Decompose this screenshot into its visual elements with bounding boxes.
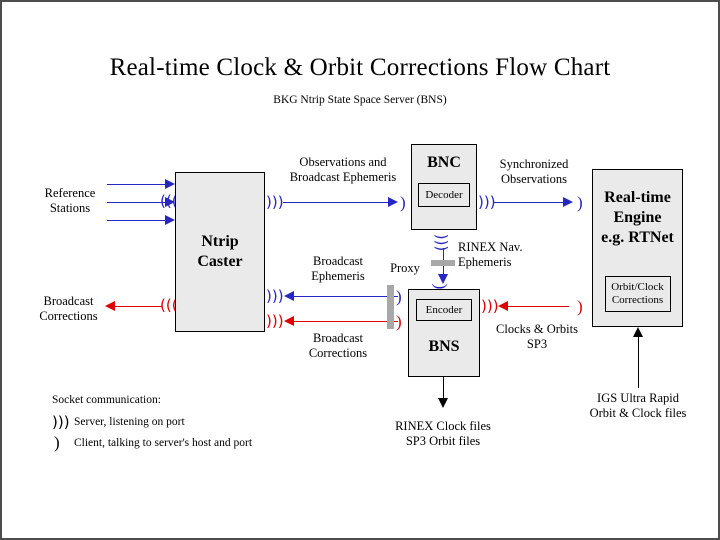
arrow-igs-head: [633, 327, 643, 337]
server-socket-icon-caster-left-in: (((: [160, 192, 178, 210]
arrow-ref-station-2-head: [165, 197, 175, 207]
arrow-rinex-files-line: [443, 377, 444, 403]
server-socket-icon-caster-right-obs: ))): [266, 193, 284, 211]
box-realtime-engine-title: Real-time Engine e.g. RTNet: [601, 189, 674, 246]
box-ntrip-caster[interactable]: Ntrip Caster: [175, 172, 265, 332]
legend-row-client: ) Client, talking to server's host and p…: [54, 434, 252, 451]
server-socket-icon-caster-right-beph: ))): [266, 287, 284, 305]
page-title: Real-time Clock & Orbit Corrections Flow…: [109, 54, 611, 81]
box-bns-title: BNS: [428, 338, 460, 355]
arrow-synchronized-head: [563, 197, 573, 207]
label-clocks-orbits-sp3: Clocks & Orbits SP3: [496, 322, 578, 351]
legend-server-text: Server, listening on port: [74, 416, 185, 428]
client-socket-icon-bns-left-beph: ): [396, 287, 402, 306]
proxy-bar-horizontal: [387, 285, 394, 329]
server-socket-icon-bnc-bottom: ))): [432, 233, 451, 252]
arrow-clocks-orbits-head: [498, 301, 508, 311]
server-socket-icon-caster-left-out: (((: [160, 296, 178, 314]
client-socket-icon-bns-left-bcorr: ): [396, 312, 402, 331]
box-bnc-decoder[interactable]: Decoder: [418, 183, 470, 207]
label-igs-ultra-rapid: IGS Ultra Rapid Orbit & Clock files: [589, 391, 687, 420]
proxy-bar-vertical: [431, 260, 455, 266]
arrow-ref-station-3-head: [165, 215, 175, 225]
box-bns[interactable]: Encoder BNS: [408, 289, 480, 377]
client-socket-icon-bnc-left: ): [400, 193, 406, 212]
arrow-broadcast-corrections-mid-head: [284, 316, 294, 326]
box-bns-encoder[interactable]: Encoder: [416, 299, 472, 321]
label-rinex-sp3-files: RINEX Clock files SP3 Orbit files: [395, 419, 491, 448]
label-synchronized-observations: Synchronized Observations: [499, 157, 569, 186]
server-socket-icon-caster-right-bcorr: ))): [266, 312, 284, 330]
server-socket-icon-bnc-right: ))): [478, 193, 496, 211]
label-rinex-nav-ephemeris: RINEX Nav. Ephemeris: [458, 240, 523, 269]
arrow-ref-station-3-line: [107, 220, 169, 221]
label-broadcast-ephemeris: Broadcast Ephemeris: [311, 254, 365, 283]
arrow-ref-station-1-line: [107, 184, 169, 185]
arrow-observations-line: [283, 202, 391, 203]
server-socket-icon-bns-right: ))): [481, 297, 499, 315]
label-broadcast-corrections-mid: Broadcast Corrections: [308, 331, 368, 360]
box-bnc[interactable]: BNC Decoder: [411, 144, 477, 230]
server-socket-icon: ))): [52, 412, 70, 431]
arrow-broadcast-ephemeris-head: [284, 291, 294, 301]
arrow-rinex-nav-head: [438, 274, 448, 284]
page-subtitle: BKG Ntrip State Space Server (BNS): [273, 94, 447, 106]
client-socket-icon-engine-left-out: ): [577, 297, 583, 316]
client-socket-icon: ): [54, 433, 60, 452]
arrow-observations-head: [388, 197, 398, 207]
arrow-broadcast-corrections-mid-line: [293, 321, 398, 322]
arrow-synchronized-line: [494, 202, 566, 203]
box-orbit-clock-corrections[interactable]: Orbit/Clock Corrections: [604, 276, 671, 312]
arrow-broadcast-corrections-left-head: [105, 301, 115, 311]
arrow-igs-line: [638, 334, 639, 388]
client-socket-icon-engine-left-in: ): [577, 193, 583, 212]
label-proxy: Proxy: [390, 261, 420, 275]
arrow-rinex-files-head: [438, 398, 448, 408]
legend-client-text: Client, talking to server's host and por…: [74, 436, 253, 449]
arrow-broadcast-corrections-left-line: [114, 306, 162, 307]
label-broadcast-corrections-left: Broadcast Corrections: [39, 294, 98, 323]
box-bnc-title: BNC: [427, 154, 461, 171]
arrow-broadcast-ephemeris-line: [293, 296, 398, 297]
legend-row-server: ))) Server, listening on port: [52, 414, 185, 430]
arrow-ref-station-2-line: [107, 202, 169, 203]
label-observations-broadcast-ephemeris: Observations and Broadcast Ephemeris: [289, 155, 397, 184]
arrow-clocks-orbits-line: [507, 306, 569, 307]
label-reference-stations: Reference Stations: [44, 186, 96, 215]
box-realtime-engine[interactable]: Real-time Engine e.g. RTNet Orbit/Clock …: [592, 169, 683, 327]
box-ntrip-caster-title: Ntrip Caster: [197, 233, 243, 270]
arrow-ref-station-1-head: [165, 179, 175, 189]
legend-heading: Socket communication:: [52, 394, 161, 406]
